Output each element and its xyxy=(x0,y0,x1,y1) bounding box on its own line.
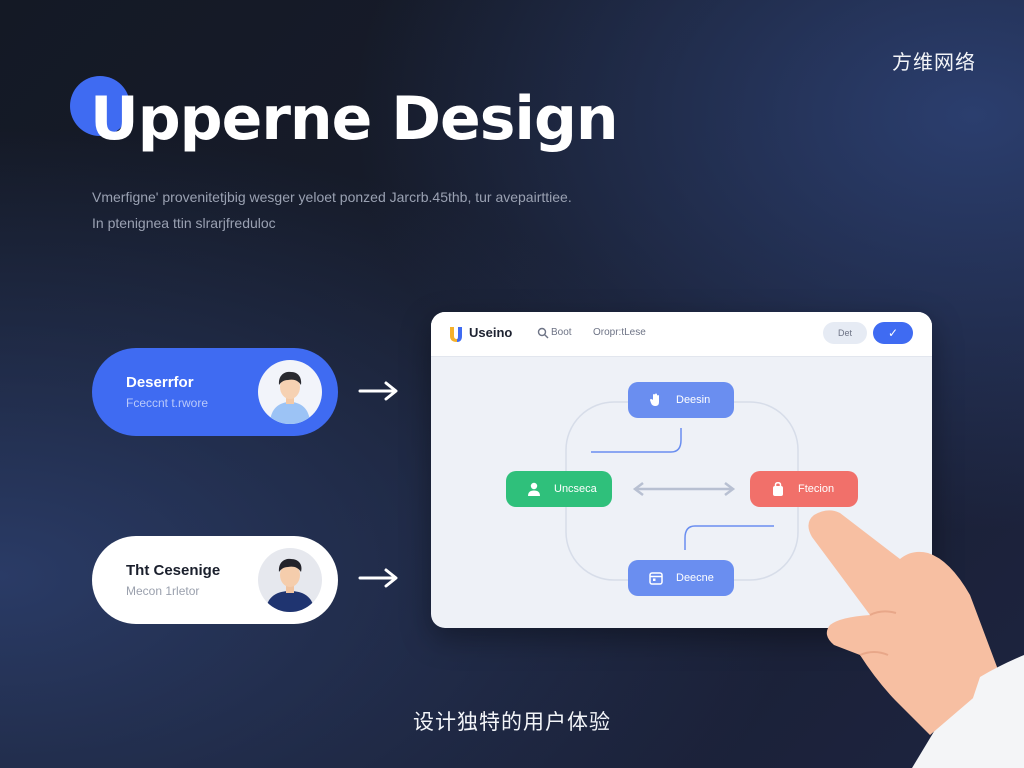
logo-dot xyxy=(70,76,130,136)
node-label: Deecne xyxy=(676,572,714,584)
hero-description-line-1: Vmerfigne' provenitetjbig wesger yeloet … xyxy=(92,189,572,205)
nav-item-options[interactable]: Oropr:tLese xyxy=(593,327,646,338)
hand-icon xyxy=(650,393,659,406)
hero-description-line-2: In ptenignea ttin slrarjfreduloc xyxy=(92,215,276,231)
avatar xyxy=(258,548,322,612)
flow-node-left[interactable]: Uncseca xyxy=(506,471,612,507)
node-label: Deesin xyxy=(676,394,711,406)
hero-description: Vmerfigne' provenitetjbig wesger yeloet … xyxy=(92,184,652,236)
node-label: Ftecion xyxy=(798,483,835,495)
app-name: Useino xyxy=(469,325,513,340)
persona-subtitle: Fceccnt t.rwore xyxy=(126,396,209,410)
flow-node-top[interactable]: Deesin xyxy=(628,382,734,418)
persona-card-2[interactable]: Tht Cesenige Mecon 1rletor xyxy=(92,536,338,624)
caption: 设计独特的用户体验 xyxy=(413,710,611,734)
node-label: Uncseca xyxy=(554,483,597,495)
app-top-bar: Useino Boot Oropr:tLese Det ✓ xyxy=(431,312,932,357)
flow-node-bottom[interactable]: Deecne xyxy=(628,560,734,596)
search-icon[interactable] xyxy=(537,327,549,339)
confirm-button[interactable]: ✓ xyxy=(873,322,913,344)
persona-title: Tht Cesenige xyxy=(126,562,221,579)
persona-card-1[interactable]: Deserrfor Fceccnt t.rwore xyxy=(92,348,338,436)
avatar xyxy=(258,360,322,424)
brand-label: 方维网络 xyxy=(892,50,976,74)
hero-title: Upperne Design xyxy=(90,84,619,154)
persona-title: Deserrfor xyxy=(126,374,194,391)
bag-icon xyxy=(773,482,783,496)
arrow-right-icon xyxy=(358,568,398,588)
nav-item-boot[interactable]: Boot xyxy=(551,327,572,338)
secondary-button[interactable]: Det xyxy=(823,322,867,344)
app-logo-icon xyxy=(450,327,462,342)
persona-subtitle: Mecon 1rletor xyxy=(126,584,200,598)
pointing-hand-illustration xyxy=(808,510,1024,768)
flow-node-right[interactable]: Ftecion xyxy=(750,471,858,507)
arrow-right-icon xyxy=(358,381,398,401)
user-icon xyxy=(528,482,540,496)
calendar-icon xyxy=(649,572,663,585)
